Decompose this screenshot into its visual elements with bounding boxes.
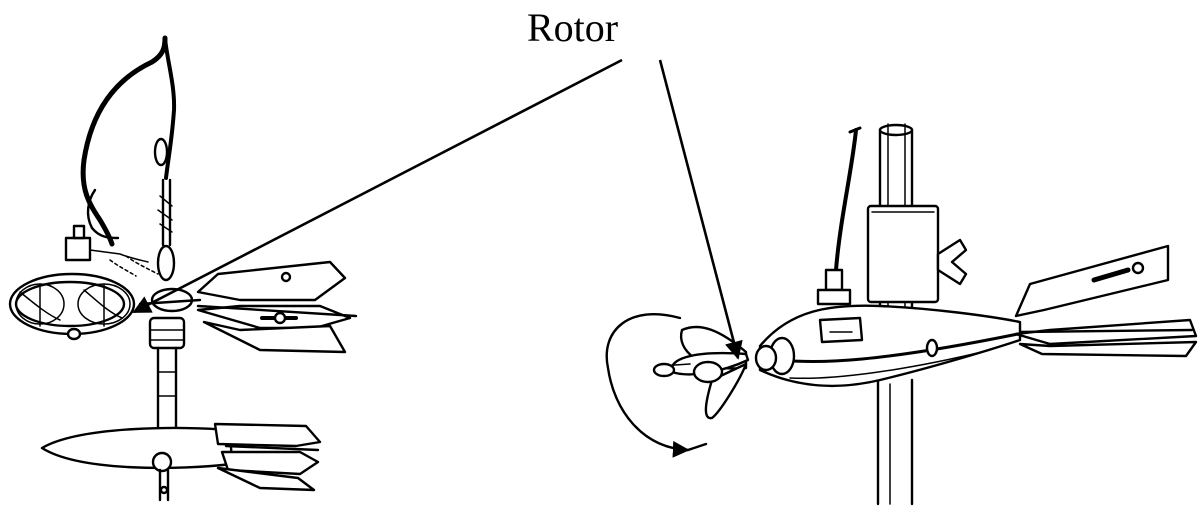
pointer-arrow-left-rotor (134, 60, 622, 312)
left-rotor (10, 274, 134, 339)
rotation-arrow (607, 314, 688, 450)
signal-cable (83, 38, 165, 244)
pointer-arrow-right-rotor (660, 60, 738, 358)
left-tail-vane (198, 262, 356, 352)
left-lower-vane (42, 424, 320, 490)
right-tail-vane (1016, 246, 1196, 356)
right-body (756, 306, 1020, 386)
right-rotor (607, 314, 748, 450)
vane-anemometer-front-view (10, 38, 356, 500)
propeller-vane-anemometer-side-view (607, 124, 1196, 504)
